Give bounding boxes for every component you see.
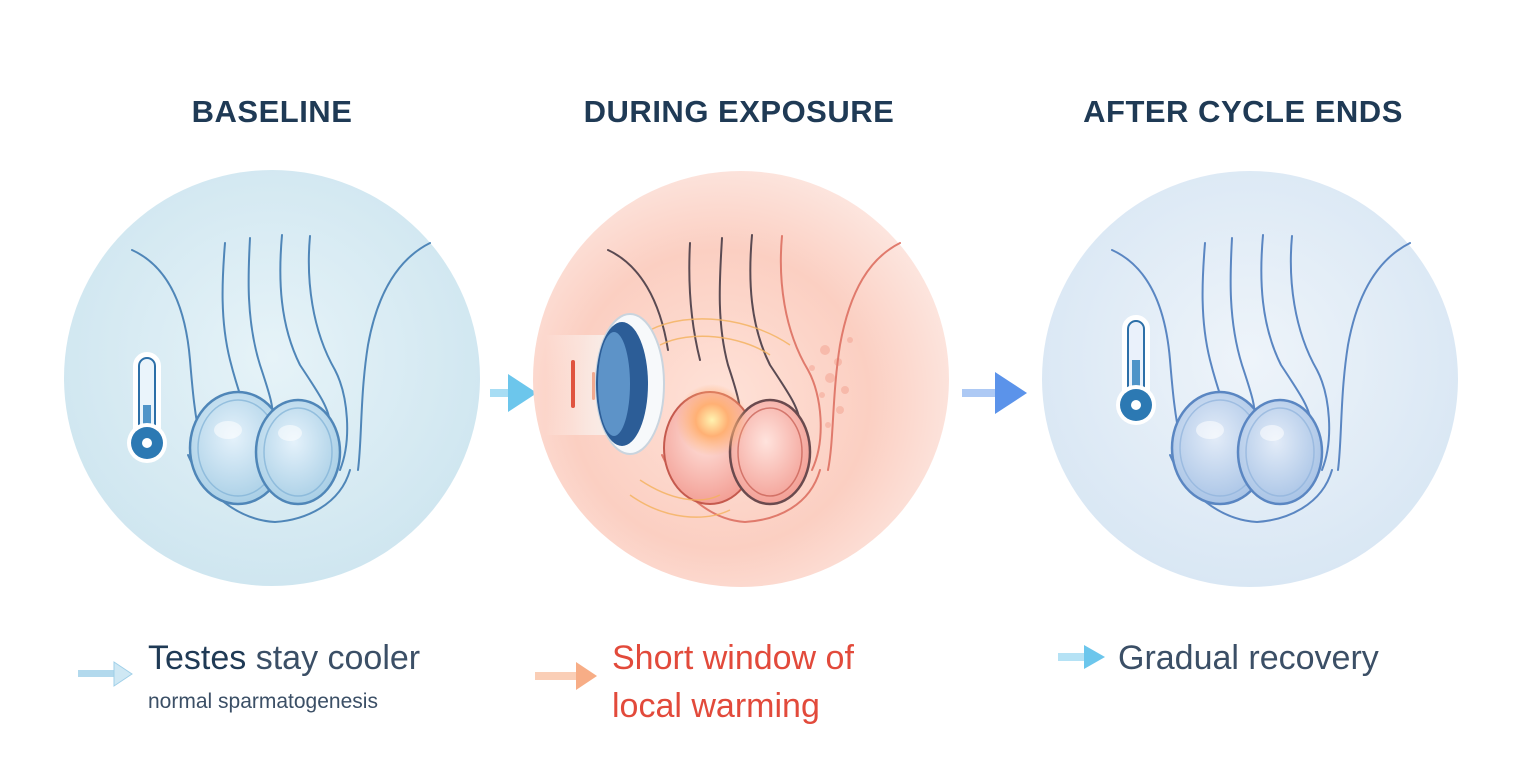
arrow-right-icon: [78, 661, 133, 687]
hot-spot: [676, 384, 748, 456]
exposure-testes: [663, 384, 812, 506]
panel-title-after-cycle: AFTER CYCLE ENDS: [1083, 94, 1403, 129]
exposure-panel: [533, 171, 949, 587]
caption-emphasis: Testes: [148, 639, 247, 677]
heat-device-icon: [545, 313, 665, 455]
recovery-circle: [1042, 171, 1458, 587]
thermometer-low-icon: [1116, 315, 1156, 425]
arrow-right-icon: [535, 662, 597, 690]
arrow-right-icon: [962, 372, 1027, 414]
recovery-panel: [1042, 171, 1458, 587]
baseline-subcaption: normal sparmatogenesis: [148, 690, 378, 713]
exposure-caption-line1: Short window of: [612, 639, 854, 677]
baseline-panel: [64, 170, 480, 586]
arrow-right-icon: [1058, 645, 1105, 669]
recovery-caption: Gradual recovery: [1118, 639, 1379, 677]
exposure-anatomy: [607, 234, 901, 524]
exposure-circle: [533, 171, 949, 587]
arrow-right-icon: [490, 374, 537, 412]
baseline-caption: Testes stay cooler: [148, 634, 420, 682]
heat-waves: [629, 318, 791, 518]
panel-title-during-exposure: DURING EXPOSURE: [583, 94, 895, 129]
thermometer-low-icon: [127, 352, 167, 463]
recovery-testes: [1170, 390, 1324, 506]
exposure-caption-line2: local warming: [612, 687, 820, 725]
baseline-testes: [188, 390, 342, 506]
baseline-circle: [64, 170, 480, 586]
caption-rest: stay cooler: [246, 639, 421, 677]
panel-title-baseline: BASELINE: [191, 94, 353, 129]
